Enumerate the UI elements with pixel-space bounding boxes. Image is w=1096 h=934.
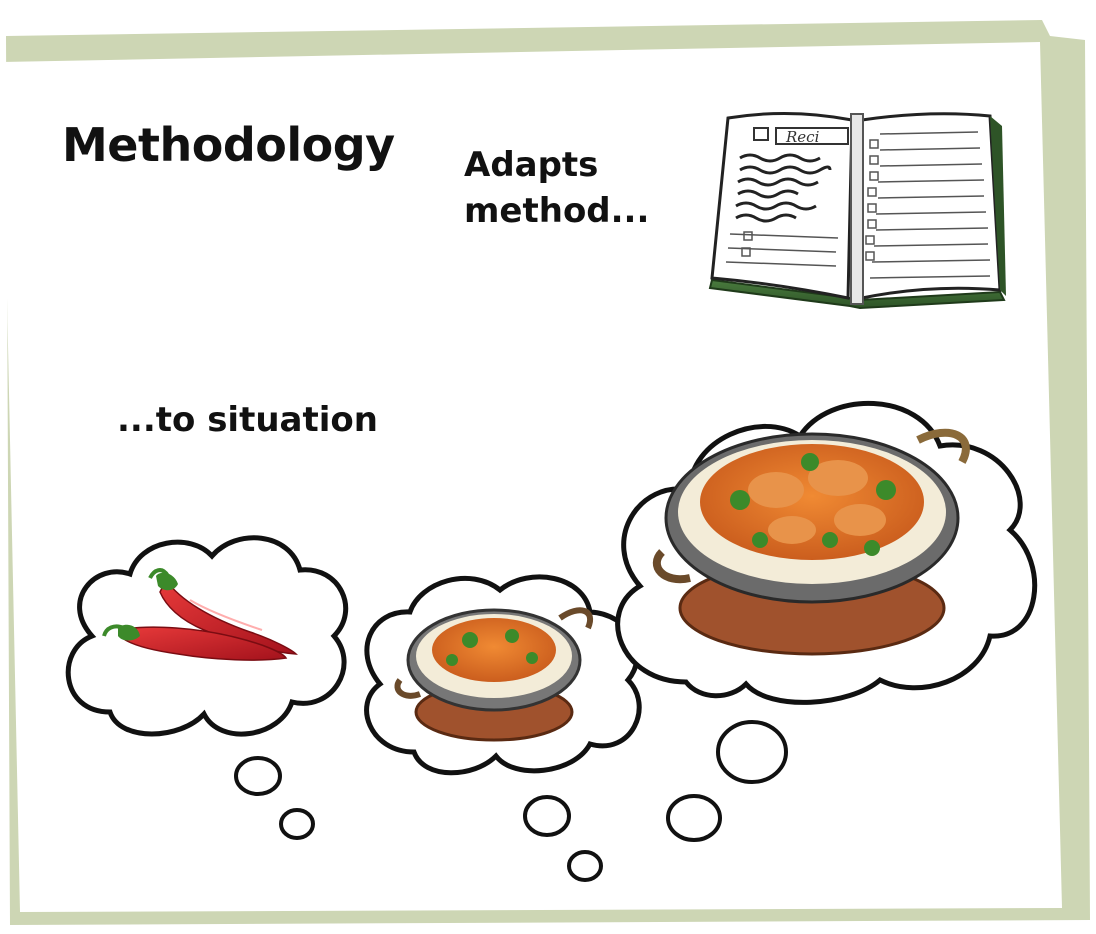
caption-adapts-line2: method... <box>464 191 650 231</box>
recipe-book-icon: Reci <box>708 111 1006 310</box>
caption-adapts-line1: Adapts <box>464 145 599 185</box>
thought-bubble-large-pan <box>615 400 1038 842</box>
caption-adapts-method: Adapts method... <box>464 142 649 234</box>
page-title: Methodology <box>62 118 395 172</box>
caption-to-situation: ...to situation <box>117 400 378 440</box>
recipe-book-label: Reci <box>785 128 820 146</box>
small-curry-pan-icon <box>394 607 593 742</box>
thought-bubble-small-pan <box>364 574 642 882</box>
large-curry-pan-icon <box>652 428 970 656</box>
thought-bubble-chili <box>65 535 349 840</box>
chili-peppers-icon <box>102 568 298 661</box>
